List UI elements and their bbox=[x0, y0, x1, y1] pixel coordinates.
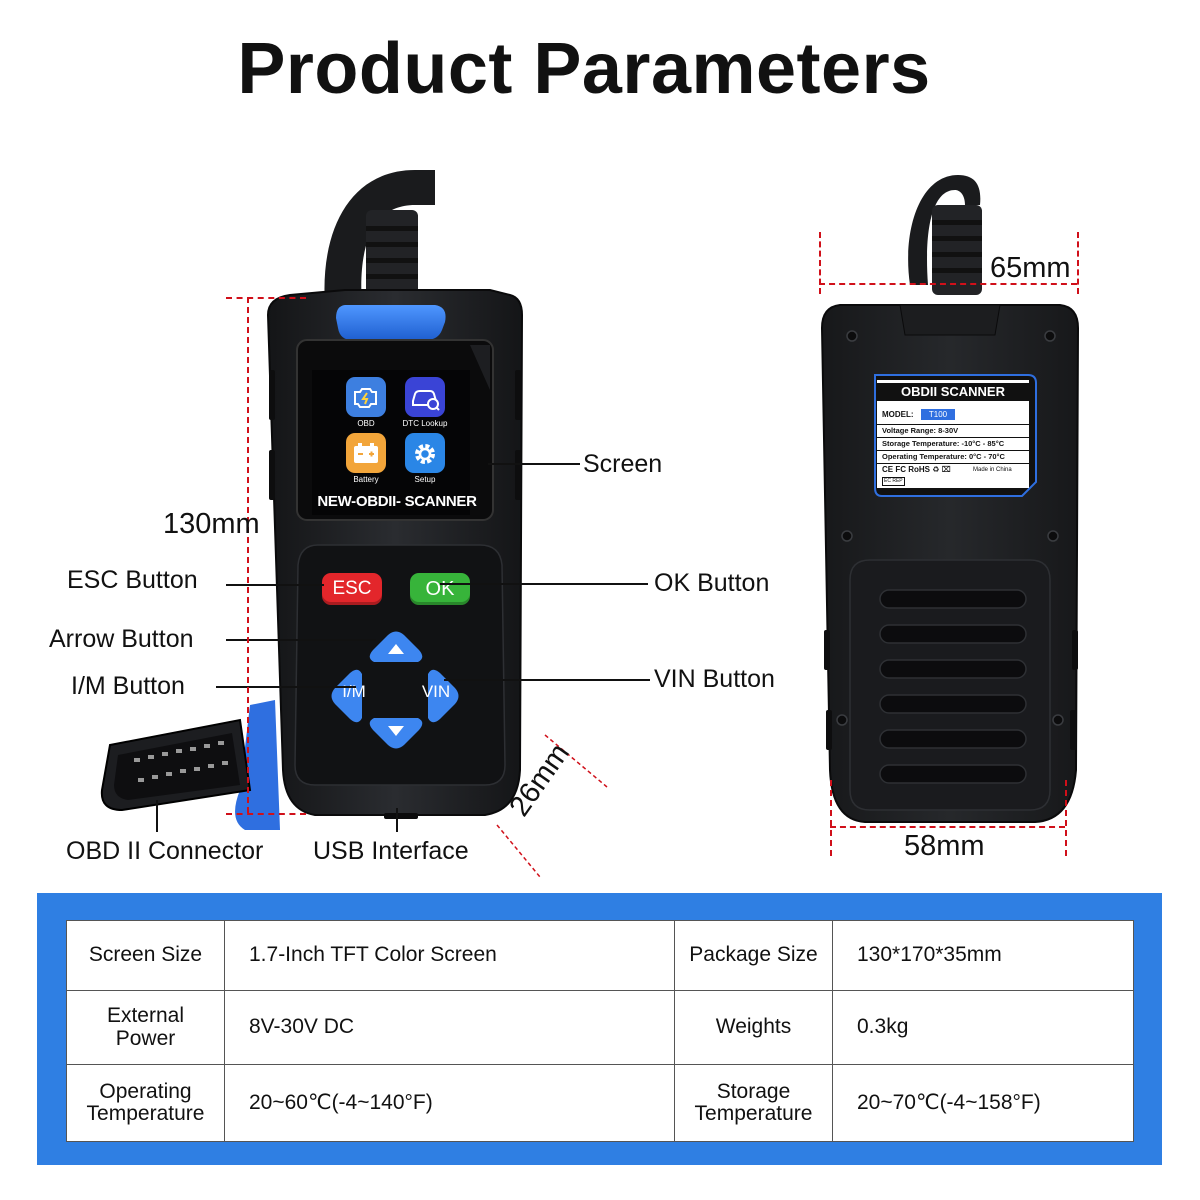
obd-leader-line bbox=[156, 800, 158, 832]
im-button[interactable] bbox=[331, 669, 363, 723]
usb-callout: USB Interface bbox=[313, 837, 469, 865]
bottom-width-dim-left bbox=[830, 780, 832, 856]
dtc-app-tile[interactable] bbox=[405, 377, 445, 417]
height-dim-bottom bbox=[226, 813, 306, 815]
esc-callout: ESC Button bbox=[67, 566, 198, 594]
scanner-front-illustration bbox=[100, 170, 524, 830]
keypad-panel bbox=[294, 544, 506, 786]
arrow-callout: Arrow Button bbox=[49, 625, 194, 653]
car-search-icon bbox=[412, 390, 440, 411]
spec-value: 20~70℃(-4~158°F) bbox=[832, 1064, 1134, 1142]
usb-leader-line bbox=[396, 808, 398, 832]
back-cable bbox=[908, 175, 981, 285]
im-callout: I/M Button bbox=[71, 672, 185, 700]
bottom-width-dim-line bbox=[830, 826, 1065, 828]
arrow-keypad bbox=[331, 631, 459, 749]
back-label-made-in: Made in China bbox=[973, 467, 1012, 473]
table-row: External Power 8V-30V DC Weights 0.3kg bbox=[66, 990, 1134, 1065]
obd-callout: OBD II Connector bbox=[66, 837, 264, 865]
ok-leader-line bbox=[440, 583, 648, 585]
arrow-leader-line bbox=[226, 639, 376, 641]
up-arrow-icon bbox=[388, 644, 404, 654]
back-label-voltage: Voltage Range: 8-30V bbox=[882, 426, 959, 435]
spec-value: 8V-30V DC bbox=[224, 990, 675, 1065]
screen-callout: Screen bbox=[583, 450, 663, 478]
back-label-certifications: CE FC RoHS ♻ ⌧ bbox=[882, 465, 951, 474]
spec-value: 20~60℃(-4~140°F) bbox=[224, 1064, 675, 1142]
esc-button[interactable]: ESC bbox=[322, 573, 382, 605]
engine-icon bbox=[354, 388, 377, 408]
back-label: OBDII SCANNER MODEL: T100 Voltage Range:… bbox=[877, 380, 1029, 488]
spec-key: Operating Temperature bbox=[66, 1064, 225, 1142]
battery-app-tile[interactable] bbox=[346, 433, 386, 473]
vin-callout: VIN Button bbox=[654, 665, 775, 693]
connector-cable-sleeve bbox=[235, 700, 280, 830]
screen-banner: NEW-OBDII- SCANNER bbox=[317, 493, 477, 510]
spec-key: Storage Temperature bbox=[674, 1064, 833, 1142]
back-label-operating: Operating Temperature: 0°C - 70°C bbox=[882, 452, 1005, 461]
im-leader-line bbox=[216, 686, 356, 688]
usb-port bbox=[384, 813, 418, 819]
back-label-model-label: MODEL: bbox=[882, 410, 914, 419]
setup-app-label: Setup bbox=[414, 475, 436, 484]
spec-value: 1.7-Inch TFT Color Screen bbox=[224, 920, 675, 991]
obd-app-label: OBD bbox=[357, 419, 375, 428]
bottom-width-dim-right bbox=[1065, 780, 1067, 856]
depth-dimension-marks bbox=[496, 734, 608, 878]
spec-key: Screen Size bbox=[66, 920, 225, 991]
spec-value: 130*170*35mm bbox=[832, 920, 1134, 991]
ok-callout: OK Button bbox=[654, 569, 770, 597]
spec-key: Weights bbox=[674, 990, 833, 1065]
back-label-title: OBDII SCANNER bbox=[900, 384, 1005, 399]
im-button-label: I/M bbox=[342, 682, 366, 701]
back-label-storage: Storage Temperature: -10°C - 85°C bbox=[882, 439, 1005, 448]
battery-cover-ridges bbox=[879, 589, 1027, 784]
battery-icon bbox=[354, 443, 378, 463]
cable bbox=[324, 170, 435, 305]
height-dim-line bbox=[247, 297, 249, 813]
bottom-width-dimension: 58mm bbox=[904, 830, 985, 862]
spec-key: External Power bbox=[66, 990, 225, 1065]
esc-leader-line bbox=[226, 584, 324, 586]
ok-button[interactable]: OK bbox=[410, 573, 470, 605]
screen-leader-line bbox=[488, 463, 580, 465]
height-dim-top bbox=[226, 297, 306, 299]
top-cap bbox=[336, 305, 446, 340]
vin-button[interactable] bbox=[428, 669, 459, 723]
back-label-ec-rep: EC REP bbox=[882, 477, 905, 486]
vin-leader-line bbox=[444, 679, 650, 681]
top-width-dim-right bbox=[1077, 232, 1079, 294]
connector-pins bbox=[134, 741, 228, 782]
back-label-model-value: T100 bbox=[921, 409, 955, 420]
top-width-dimension: 65mm bbox=[990, 252, 1071, 284]
table-row: Operating Temperature 20~60℃(-4~140°F) S… bbox=[66, 1064, 1134, 1142]
dtc-app-label: DTC Lookup bbox=[402, 419, 448, 428]
vin-button-label: VIN bbox=[421, 682, 451, 701]
spec-value: 0.3kg bbox=[832, 990, 1134, 1065]
battery-app-label: Battery bbox=[353, 475, 379, 484]
back-screws bbox=[836, 330, 1064, 726]
gear-icon bbox=[415, 444, 435, 464]
top-width-dim-line bbox=[819, 283, 1077, 285]
table-row: Screen Size 1.7-Inch TFT Color Screen Pa… bbox=[66, 920, 1134, 991]
setup-app-tile[interactable] bbox=[405, 433, 445, 473]
page-title: Product Parameters bbox=[237, 29, 931, 109]
top-width-dim-left bbox=[819, 232, 821, 294]
screen-content: OBD DTC Lookup Battery Setup bbox=[312, 370, 470, 515]
spec-table: Screen Size 1.7-Inch TFT Color Screen Pa… bbox=[66, 920, 1134, 1142]
down-arrow-icon bbox=[388, 726, 404, 736]
obd-app-tile[interactable] bbox=[346, 377, 386, 417]
height-dimension: 130mm bbox=[163, 508, 260, 540]
spec-key: Package Size bbox=[674, 920, 833, 991]
